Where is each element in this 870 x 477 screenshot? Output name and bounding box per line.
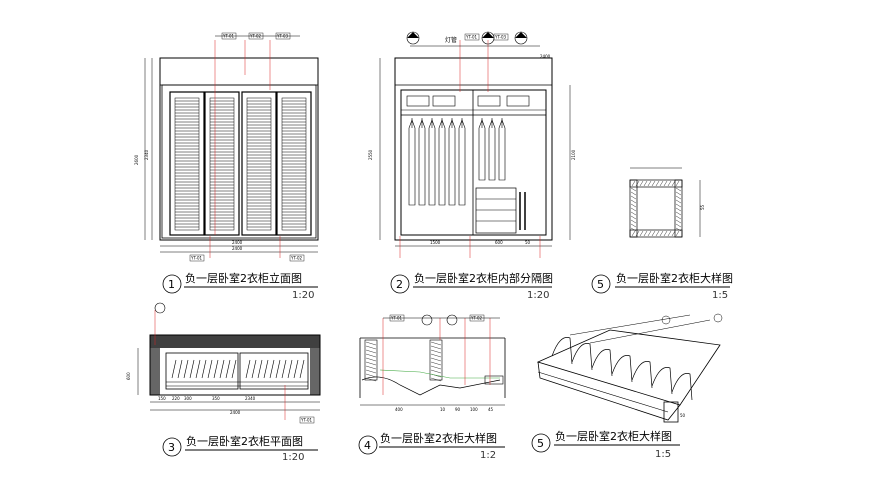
svg-text:4: 4	[364, 439, 371, 452]
svg-text:负一层卧室2衣柜大样图: 负一层卧室2衣柜大样图	[555, 429, 672, 443]
svg-text:5: 5	[597, 278, 604, 291]
dim-55: 55	[700, 204, 705, 210]
view-5-section-small: 55	[629, 167, 705, 238]
section-marker-a	[406, 31, 420, 45]
view-2-interior: 2550 2100 1500 600 50 2400 灯管 YT-01 YT-0…	[368, 31, 576, 258]
dim-10: 10	[440, 407, 446, 412]
dim-350: 350	[212, 396, 220, 401]
tag-yt01-int: YT-01	[464, 33, 480, 41]
dim-50-persp: 50	[680, 413, 686, 418]
dim-2400: 2400	[232, 240, 243, 245]
dim-100: 100	[470, 407, 478, 412]
dim-90: 90	[455, 407, 461, 412]
dim-1500: 1500	[430, 240, 441, 245]
dim-2400b: 2400	[232, 246, 243, 251]
plan-detail-marker	[154, 302, 166, 314]
tag-yt01: YT-01	[221, 32, 237, 40]
tag-yt03: YT-03	[275, 32, 291, 40]
title-4: 4 负一层卧室2衣柜大样图 1:2	[358, 431, 505, 461]
dim-2100: 2100	[571, 149, 576, 160]
tag-yt02: YT-02	[248, 32, 264, 40]
tag-yt02-d4: YT-02	[469, 314, 485, 322]
dim-220: 220	[172, 396, 180, 401]
title-1: 1 负一层卧室2衣柜立面图 1:20	[162, 271, 318, 301]
dim-150: 150	[158, 396, 166, 401]
svg-text:1:5: 1:5	[655, 449, 671, 460]
title-5a: 5 负一层卧室2衣柜大样图 1:5	[591, 271, 733, 301]
detail4-marker-b	[446, 314, 458, 326]
tag-yt01-plan: YT-01	[299, 416, 315, 424]
tag-yt01-d4: YT-01	[389, 314, 405, 322]
tag-yt02-bottom: YT-02	[289, 254, 305, 262]
dim-2340-plan: 2340	[245, 396, 256, 401]
svg-text:5: 5	[537, 437, 544, 450]
svg-text:1:5: 1:5	[712, 290, 728, 301]
svg-text:YT-01: YT-01	[465, 35, 478, 40]
view-5-perspective: 50	[536, 313, 723, 423]
svg-text:YT-01: YT-01	[222, 34, 235, 39]
svg-text:1:2: 1:2	[480, 450, 496, 461]
svg-text:YT-01: YT-01	[300, 418, 313, 423]
detail4-marker-a	[421, 314, 433, 326]
wardrobe-doors	[169, 91, 312, 236]
tag-yt01-bottom: YT-01	[189, 254, 205, 262]
tag-yt03-int: YT-03	[493, 33, 509, 41]
svg-text:YT-03: YT-03	[494, 35, 507, 40]
svg-text:1:20: 1:20	[292, 290, 314, 301]
dim-2400-top: 2400	[540, 54, 551, 59]
dim-300: 300	[184, 396, 192, 401]
svg-text:负一层卧室2衣柜内部分隔图: 负一层卧室2衣柜内部分隔图	[414, 271, 553, 285]
svg-text:负一层卧室2衣柜大样图: 负一层卧室2衣柜大样图	[616, 271, 733, 285]
svg-text:2: 2	[396, 278, 403, 291]
svg-text:负一层卧室2衣柜大样图: 负一层卧室2衣柜大样图	[380, 431, 497, 445]
svg-text:1:20: 1:20	[282, 452, 304, 463]
svg-text:1: 1	[168, 278, 175, 291]
dim-2550: 2550	[368, 149, 373, 160]
section-marker-c	[514, 31, 528, 45]
svg-text:3: 3	[168, 441, 175, 454]
view-1-elevation: 2600 2340 2400 2400 YT-01 YT-02 YT-03 YT…	[134, 32, 319, 262]
svg-text:YT-01: YT-01	[190, 256, 203, 261]
dim-50: 50	[525, 240, 531, 245]
view-3-plan: 600 150 220 300 350 2340 2400 YT-01	[126, 302, 321, 424]
svg-text:YT-02: YT-02	[470, 316, 483, 321]
dim-600: 600	[495, 240, 503, 245]
dim-2340: 2340	[144, 149, 149, 160]
svg-text:YT-01: YT-01	[390, 316, 403, 321]
svg-text:负一层卧室2衣柜立面图: 负一层卧室2衣柜立面图	[185, 271, 302, 285]
svg-text:YT-02: YT-02	[249, 34, 262, 39]
dim-2600: 2600	[134, 154, 139, 165]
svg-text:YT-02: YT-02	[290, 256, 303, 261]
dim-600-plan: 600	[126, 372, 131, 380]
svg-text:1:20: 1:20	[527, 290, 549, 301]
view-4-detail: 400 10 90 100 45 YT-01 YT-02	[359, 314, 506, 412]
svg-text:负一层卧室2衣柜平面图: 负一层卧室2衣柜平面图	[186, 434, 303, 448]
dim-400: 400	[395, 407, 403, 412]
dim-45: 45	[488, 407, 494, 412]
svg-text:YT-03: YT-03	[276, 34, 289, 39]
dim-2400-plan: 2400	[230, 410, 241, 415]
title-5b: 5 负一层卧室2衣柜大样图 1:5	[531, 429, 680, 460]
title-2: 2 负一层卧室2衣柜内部分隔图 1:20	[390, 271, 553, 301]
title-3: 3 负一层卧室2衣柜平面图 1:20	[162, 434, 318, 463]
light-label: 灯管	[445, 36, 457, 44]
